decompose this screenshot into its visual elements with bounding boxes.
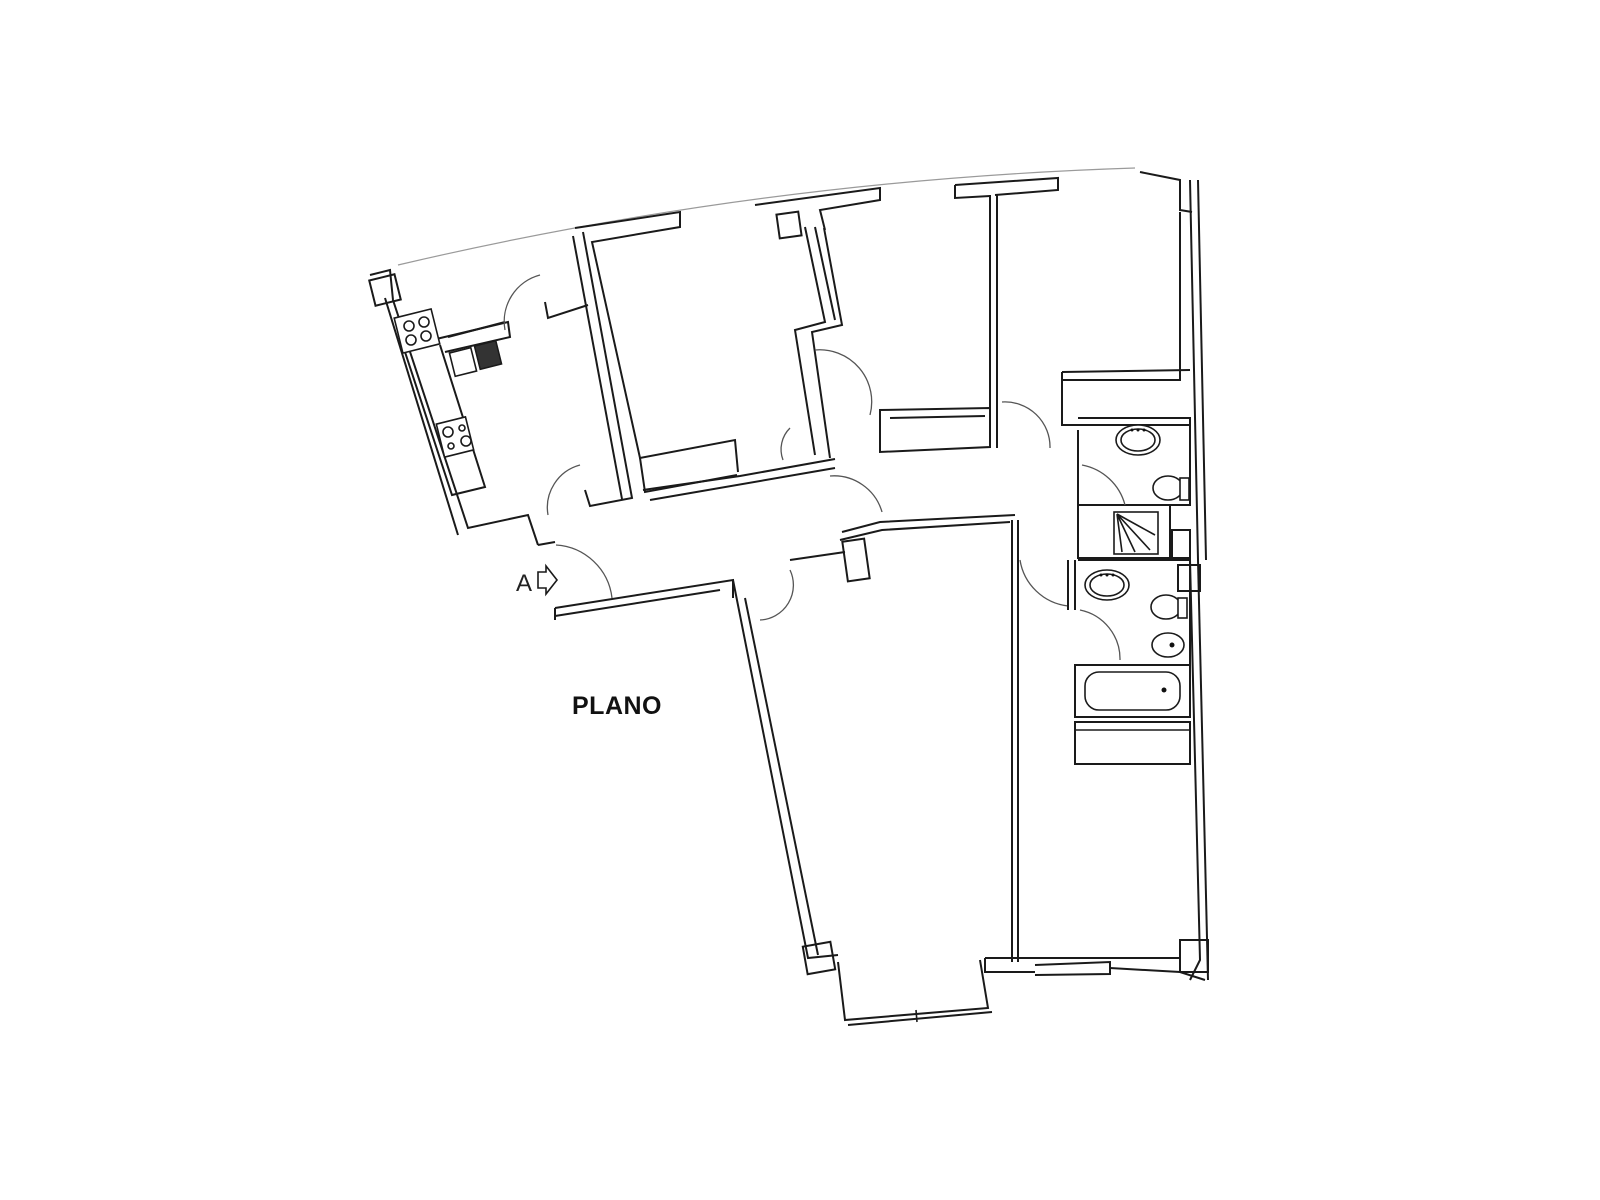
door-swing-icon bbox=[1079, 609, 1121, 661]
door-swing-icon bbox=[1019, 559, 1069, 607]
door-swing-icon bbox=[1001, 401, 1051, 449]
hallway bbox=[537, 475, 1016, 621]
bathroom-2-room bbox=[1074, 559, 1191, 765]
door-swing-icon bbox=[503, 274, 541, 331]
toilet-icon bbox=[1152, 475, 1184, 501]
door-swing-icon bbox=[759, 569, 795, 621]
bedroom-3-room bbox=[954, 171, 1193, 449]
bedroom-1-room bbox=[574, 210, 836, 501]
bedroom-4-room bbox=[984, 179, 1209, 981]
entrance-marker: A bbox=[516, 570, 533, 597]
living-room bbox=[732, 520, 1069, 1026]
door-swing-icon bbox=[555, 544, 613, 599]
kitchen-room bbox=[368, 231, 634, 546]
cooktop-icon bbox=[393, 307, 441, 355]
door-swing-icon bbox=[780, 427, 791, 461]
bidet-icon bbox=[1151, 632, 1185, 658]
door-swing-icon bbox=[829, 475, 883, 513]
facade-line bbox=[397, 167, 1136, 266]
door-swing-icon bbox=[814, 349, 873, 416]
toilet-icon bbox=[1150, 594, 1182, 620]
bathtub-icon bbox=[1084, 671, 1181, 711]
plan-title: PLANO bbox=[572, 692, 662, 720]
bathroom-1-room bbox=[1077, 417, 1191, 506]
door-swing-icon bbox=[1081, 464, 1126, 506]
sink-icon bbox=[448, 346, 478, 378]
dark-appliance-icon bbox=[473, 339, 503, 371]
bedroom-2-room bbox=[754, 186, 998, 459]
door-swing-icon bbox=[546, 464, 581, 516]
entrance-arrow-icon bbox=[537, 563, 559, 597]
